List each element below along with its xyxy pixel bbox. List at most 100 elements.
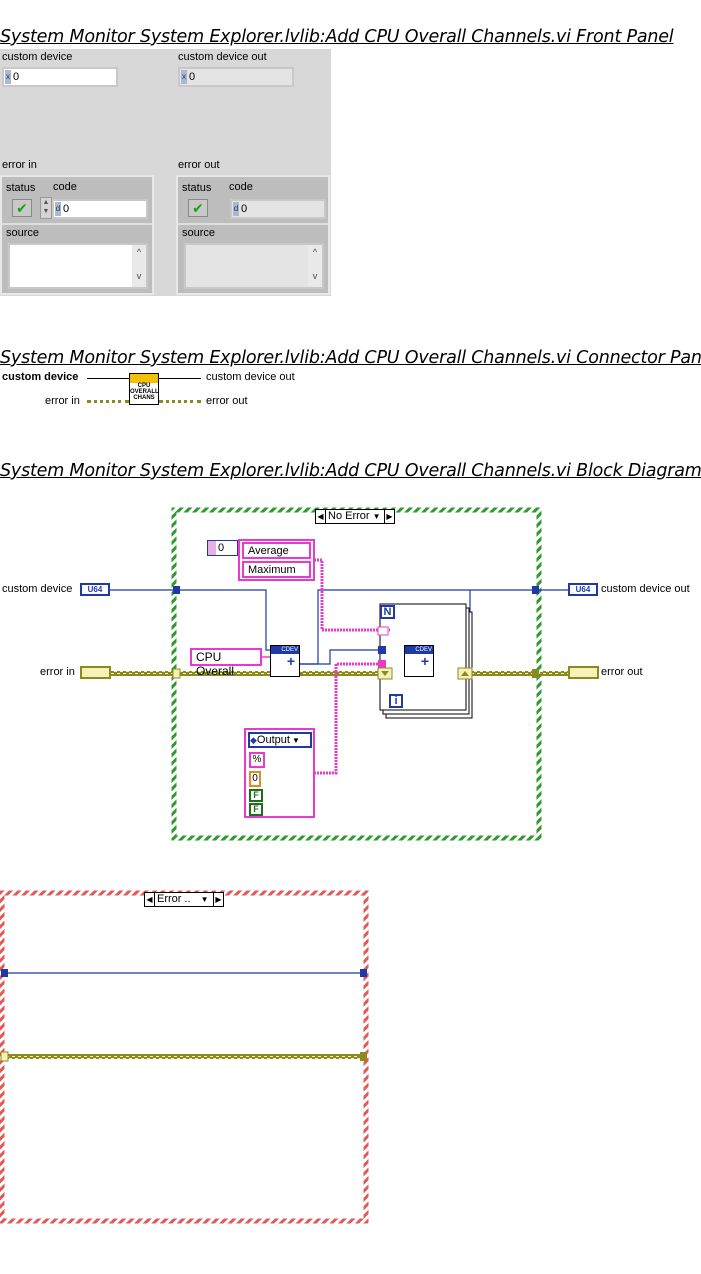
wire-error-case-error [8,1054,360,1059]
boolean-false-constant[interactable]: F [249,789,263,802]
radix-icon: x [181,70,187,84]
cp-error-in-label: error in [45,395,80,407]
divider [178,223,328,225]
case-dropdown-icon[interactable]: ▼ [200,895,209,904]
string-cpu-overall[interactable]: CPU Overall [190,648,262,678]
tunnel [173,586,180,594]
numeric-constant[interactable]: 0 [249,771,261,787]
error-in-label: error in [2,159,37,171]
error-out-code-label: code [229,181,253,193]
error-in-source-field[interactable]: ^v [8,243,148,289]
error-in-source-label: source [6,227,40,239]
tunnel [360,969,367,977]
radix-icon: d [233,202,239,216]
case-prev-arrow-icon[interactable]: ◀ [145,893,155,906]
channel-cluster-constant: ◆Output▼ % 0 F F [244,728,315,818]
string-maximum[interactable]: Maximum [242,561,311,578]
custom-device-terminal[interactable]: U64 [80,583,110,596]
error-in-status-label: status [6,182,36,194]
case-next-arrow-icon[interactable]: ▶ [384,510,394,523]
bd-error-in-label: error in [40,666,75,678]
case-label-no-error: No Error [328,510,370,522]
wire-cluster [314,662,380,775]
u64-type-label: U64 [575,585,591,594]
cp-custom-device-out-label: custom device out [206,371,295,383]
cp-wire-error-in [87,400,129,403]
scrollbar[interactable]: ^v [308,245,322,287]
wire-string-array [314,558,380,632]
shift-register-right-arrow [461,671,469,676]
cdev-add-channel-subvi[interactable]: CDEV + [404,645,434,677]
index-arrows-icon[interactable] [208,541,216,555]
cdev-add-subvi[interactable]: CDEV + [270,645,300,677]
error-in-status-checkbox[interactable]: ✔ [12,199,32,217]
custom-device-out-terminal[interactable]: U64 [568,583,598,596]
loop-tunnel [378,660,386,668]
add-icon: + [286,653,295,669]
custom-device-out-label: custom device out [178,51,267,63]
error-out-status-label: status [182,182,212,194]
custom-device-value: 0 [13,71,20,83]
cdev-header: CDEV [271,646,299,654]
case-dropdown-icon[interactable]: ▼ [372,512,381,521]
case-selector-no-error[interactable]: ◀No Error▼▶ [315,509,395,524]
connector-pane-heading: System Monitor System Explorer.lvlib:Add… [0,348,701,368]
scrollbar[interactable]: ^v [132,245,146,287]
boolean-false-constant[interactable]: F [249,803,263,816]
tunnel [172,668,181,679]
wire-custom-device-to-cdev [178,589,272,651]
cp-wire-error-out [159,400,201,403]
vi-icon-text-3: CHANS [133,395,155,401]
error-in-code-label: code [53,181,77,193]
enum-dropdown-icon[interactable]: ▼ [291,736,300,745]
radix-icon: d [55,202,61,216]
front-panel-heading: System Monitor System Explorer.lvlib:Add… [0,27,674,47]
case-prev-arrow-icon[interactable]: ◀ [316,510,326,523]
enum-arrows-icon[interactable]: ◆ [250,735,257,745]
error-out-source-label: source [182,227,216,239]
index-constant-value: 0 [218,542,225,554]
code-increment-arrows-icon[interactable]: ▲▼ [40,197,52,219]
wire-error-in [110,671,176,676]
output-enum[interactable]: ◆Output▼ [248,732,312,748]
radix-icon: x [5,70,11,84]
loop-count-terminal[interactable]: N [380,605,395,619]
cp-wire-custom-device [87,378,129,379]
index-constant[interactable]: 0 [207,540,238,556]
add-icon: + [420,653,429,669]
string-array-constant: Average Maximum [238,539,315,581]
error-in-terminal[interactable] [80,666,111,679]
error-out-source-field: ^v [184,243,324,289]
shift-register-left-arrow [381,671,389,676]
bd-custom-device-label: custom device [2,583,73,595]
bd-error-out-label: error out [601,666,643,678]
case-next-arrow-icon[interactable]: ▶ [213,893,223,906]
cp-custom-device-label: custom device [2,371,79,383]
loop-tunnel [377,626,389,636]
error-in-code-value: 0 [63,203,70,215]
units-string-constant[interactable]: % [249,752,265,768]
error-out-terminal[interactable] [568,666,599,679]
divider [2,223,152,225]
error-out-code-value: 0 [241,203,248,215]
tunnel [1,969,8,977]
string-average[interactable]: Average [242,542,311,559]
tunnel [0,1051,9,1062]
error-out-status-led: ✔ [188,199,208,217]
custom-device-out-value: 0 [189,71,196,83]
wire-error-loop-out [434,671,536,676]
case-selector-error[interactable]: ◀Error ..▼▶ [144,892,224,907]
vi-icon[interactable]: CPU OVERALL CHANS [129,373,159,405]
vi-icon-text-2: OVERALL [130,389,159,395]
block-diagram-heading: System Monitor System Explorer.lvlib:Add… [0,461,701,481]
custom-device-label: custom device [2,51,73,63]
loop-tunnel [378,646,386,654]
loop-iteration-terminal: i [389,694,403,708]
